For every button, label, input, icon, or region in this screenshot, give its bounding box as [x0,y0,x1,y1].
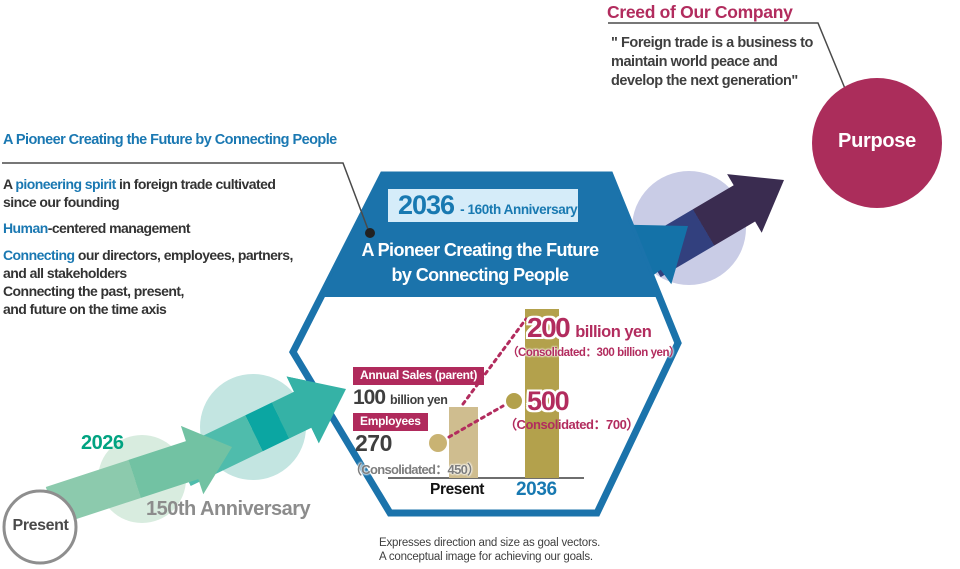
purpose-circle [812,78,942,208]
vision-heading: A Pioneer Creating the Future by Connect… [3,132,337,148]
anniversary-160-label: - 160th Anniversary [460,202,578,217]
p3-line3: Connecting the past, present, [3,283,184,299]
vision-point-human: Human-centered management [3,220,191,238]
year-2036-box: 2036 - 160th Anniversary [388,189,578,222]
sales-2036-number: 200 [527,312,571,343]
dot-employees-2036 [506,393,522,409]
vision-point-pioneering: A pioneering spirit in foreign trade cul… [3,176,276,211]
present-circle [2,489,78,565]
vision-leader-dot [365,228,375,238]
sales-present-value: 100 billion yen [353,386,448,410]
p1-line2: since our founding [3,193,120,210]
sales-badge: Annual Sales (parent) [353,367,485,385]
growth-arrow-teal-head [286,376,346,444]
creed-quote-line3: develop the next generation" [611,73,798,89]
chart-caption: Expresses direction and size as goal vec… [379,537,600,564]
year-2026-label: 2026 [81,432,124,454]
vision-leader-line [2,162,370,233]
p2-highlight: Human [3,220,48,236]
bar-2036 [525,309,559,478]
caption-line2: A conceptual image for achieving our goa… [379,550,593,563]
p1-highlight: pioneering spirit [15,176,116,192]
creed-title: Creed of Our Company [607,2,793,22]
p3-line4: and future on the time axis [3,301,167,317]
p1-rest: in foreign trade cultivated [115,176,276,192]
axis-label-2036: 2036 [516,479,557,500]
anniversary-150-label: 150th Anniversary [146,498,311,520]
employees-present-consolidated: （Consolidated：450） [349,462,480,477]
present-label: Present [12,517,69,534]
axis-label-present: Present [430,481,485,498]
employees-present-value: 270 [355,430,392,456]
p3-line2: and all stakeholders [3,265,127,281]
caption-line1: Expresses direction and size as goal vec… [379,537,601,549]
sales-2036-consolidated: （Consolidated：300 billion yen） [507,347,681,359]
dotted-line-sales [461,317,528,406]
dot-employees-present [429,434,447,452]
hexagon-vision-line2: by Connecting People [391,265,569,285]
p2-rest: -centered management [47,220,191,236]
employees-badge: Employees [353,413,428,431]
employees-2036-consolidated: （Consolidated：700） [504,417,639,432]
creed-leader-line [608,22,847,92]
creed-quote-line2: maintain world peace and [611,54,778,70]
employees-2036-value: 500 [527,386,570,416]
sales-present-unit: billion yen [390,393,448,407]
year-2036: 2036 [398,190,455,220]
bar-present [449,407,478,478]
creed-quote-line1: " Foreign trade is a business to [611,35,813,51]
growth-arrow-green [45,425,232,525]
p3-rest: our directors, employees, partners, [74,247,294,263]
sales-2036-unit: billion yen [575,323,652,341]
vision-point-connecting: Connecting our directors, employees, par… [3,246,293,318]
sales-2036-value: 200 billion yen [527,312,652,344]
sales-present-number: 100 [353,386,386,409]
dotted-line-employees [447,404,505,439]
p1-prefix: A [3,176,16,192]
hexagon-vision-line1: A Pioneer Creating the Future [361,240,600,260]
p3-highlight: Connecting [3,247,75,263]
purpose-label: Purpose [838,130,916,152]
creed-quote: " Foreign trade is a business to maintai… [611,34,813,91]
